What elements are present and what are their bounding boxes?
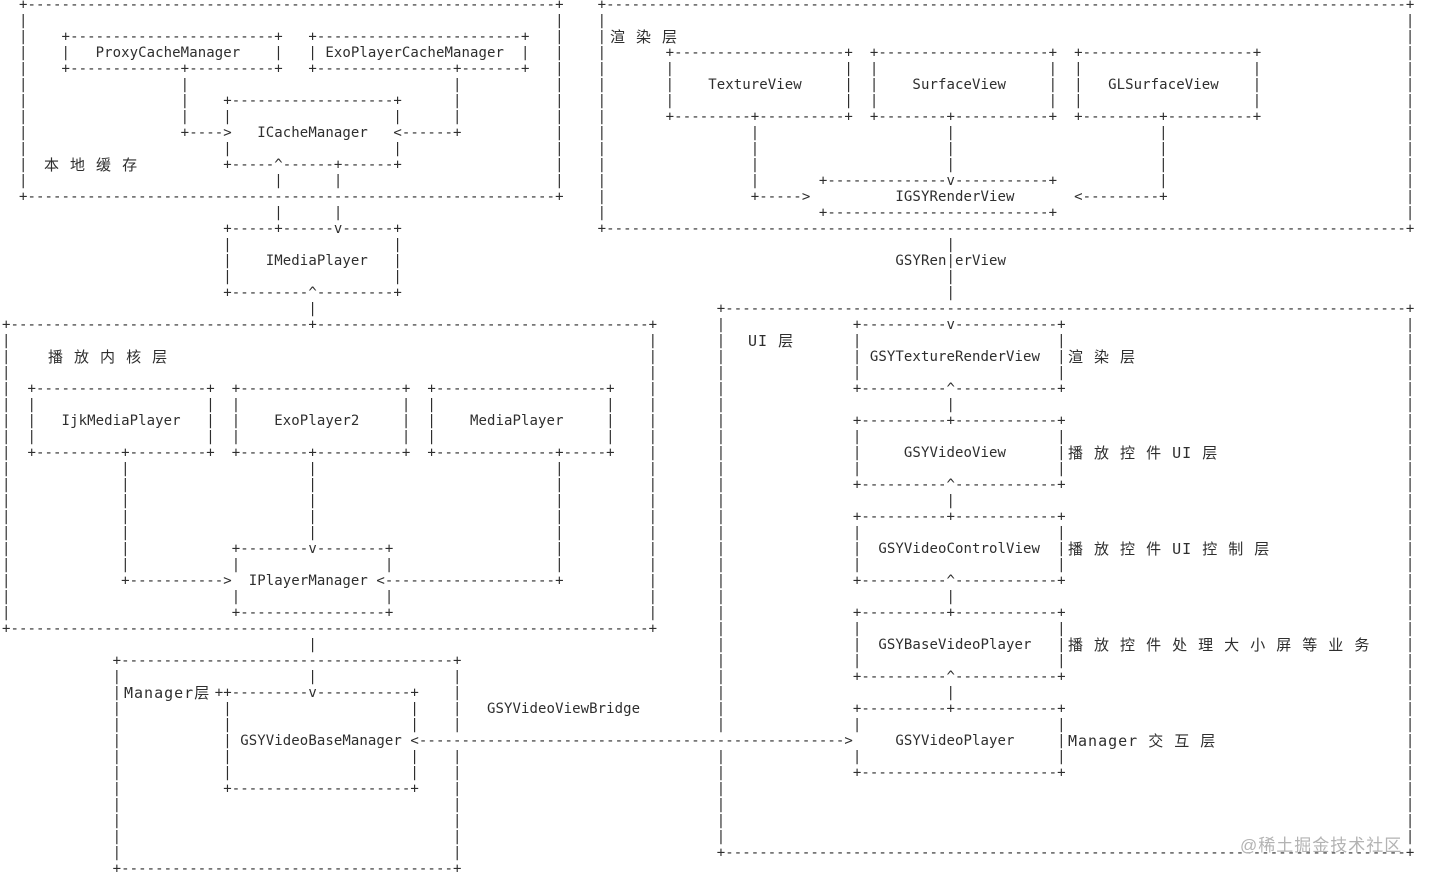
annotation-play-widget-ui-ctrl: 播 放 控 件 UI 控 制 层 <box>1068 540 1271 558</box>
annotation-play-widget-business: 播 放 控 件 处 理 大 小 屏 等 业 务 <box>1068 636 1371 654</box>
watermark: @稀土掘金技术社区 <box>1240 836 1403 855</box>
annotation-render-layer: 渲 染 层 <box>1068 348 1137 366</box>
label-render-layer-top: 渲 染 层 <box>610 28 679 46</box>
annotation-play-widget-ui: 播 放 控 件 UI 层 <box>1068 444 1219 462</box>
label-manager-layer: Manager层 <box>124 684 211 702</box>
label-ui-layer: UI 层 <box>748 332 795 350</box>
annotation-manager-interact: Manager 交 互 层 <box>1068 732 1217 750</box>
label-playback-kernel-layer: 播 放 内 核 层 <box>48 348 169 366</box>
label-local-cache-layer: 本 地 缓 存 <box>44 156 139 174</box>
